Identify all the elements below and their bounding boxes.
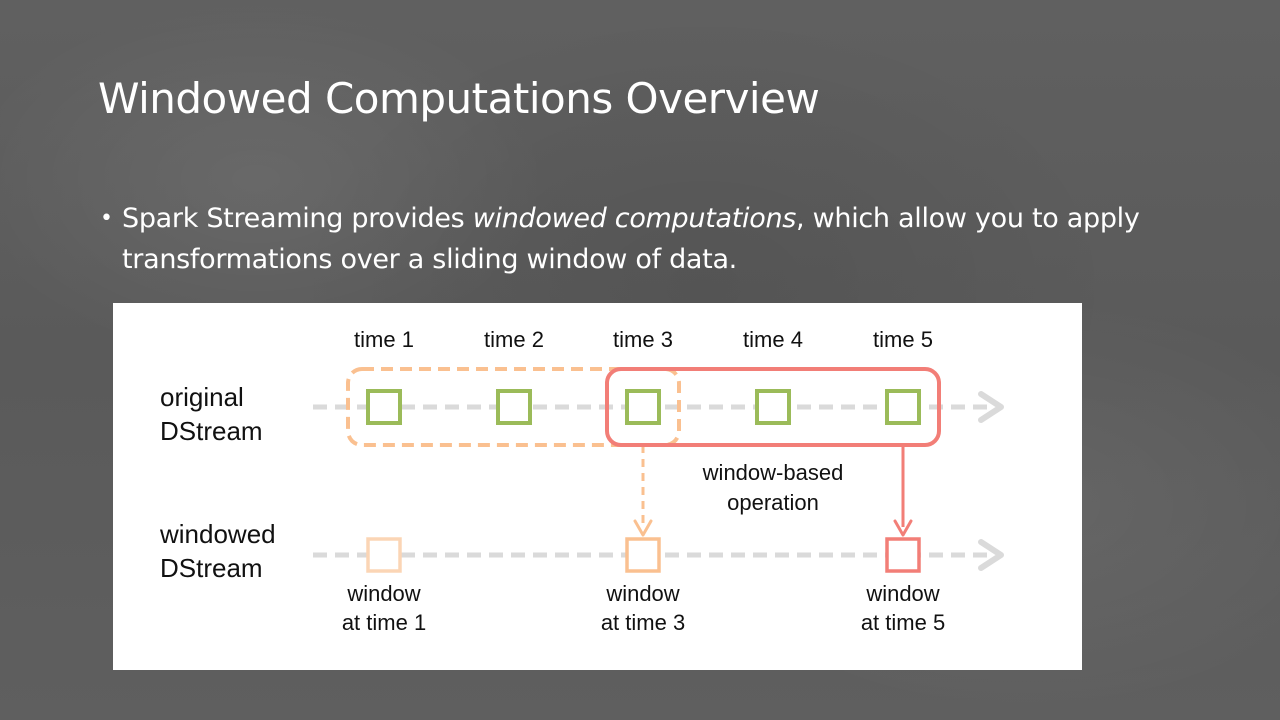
operation-label: window-based (702, 460, 844, 485)
window-output-label: at time 5 (861, 610, 945, 635)
windowed-batch-box (366, 537, 402, 573)
diagram-canvas: time 1 time 2 time 3 time 4 time 5 originalDS… (159, 327, 1004, 635)
operation-label: operation (727, 490, 819, 515)
windowed-row-label: DStream (160, 553, 263, 583)
time-label: time 2 (484, 327, 544, 352)
window-dashed-frame (346, 367, 681, 447)
window-output-label: at time 3 (601, 610, 685, 635)
bullet-text-end: , which allow you to apply transformatio… (122, 203, 1140, 275)
windowed-timeline-arrow-icon (978, 539, 1004, 571)
time-label: time 5 (873, 327, 933, 352)
time-label: time 1 (354, 327, 414, 352)
bullet-text-start: Spark Streaming provides (122, 203, 473, 234)
bullet-text: Spark Streaming provides windowed comput… (100, 198, 1180, 280)
batch-box (755, 389, 791, 425)
batch-box (366, 389, 402, 425)
slide-title: Windowed Computations Overview (98, 74, 820, 123)
window-output-label: window (605, 581, 679, 606)
arrow-head-icon (633, 519, 653, 537)
batch-box (625, 389, 661, 425)
bullet-text-emphasis: windowed computations (472, 203, 797, 234)
original-timeline-arrow-icon (978, 391, 1004, 423)
original-row-label: DStream (160, 416, 263, 446)
time-label: time 4 (743, 327, 803, 352)
window-output-label: at time 1 (342, 610, 426, 635)
batch-box (496, 389, 532, 425)
original-row-label: original (160, 382, 244, 412)
window-output-label: window (346, 581, 420, 606)
arrow-head-icon (893, 519, 913, 537)
window-output-label: window (865, 581, 939, 606)
windowed-batch-box (885, 537, 921, 573)
window-solid-frame (605, 367, 941, 447)
windowed-row-label: windowed (159, 519, 276, 549)
bullet-point: • Spark Streaming provides windowed comp… (100, 198, 1180, 280)
bullet-dot-icon: • (100, 206, 113, 231)
windowed-batch-box (625, 537, 661, 573)
time-label: time 3 (613, 327, 673, 352)
batch-box (885, 389, 921, 425)
